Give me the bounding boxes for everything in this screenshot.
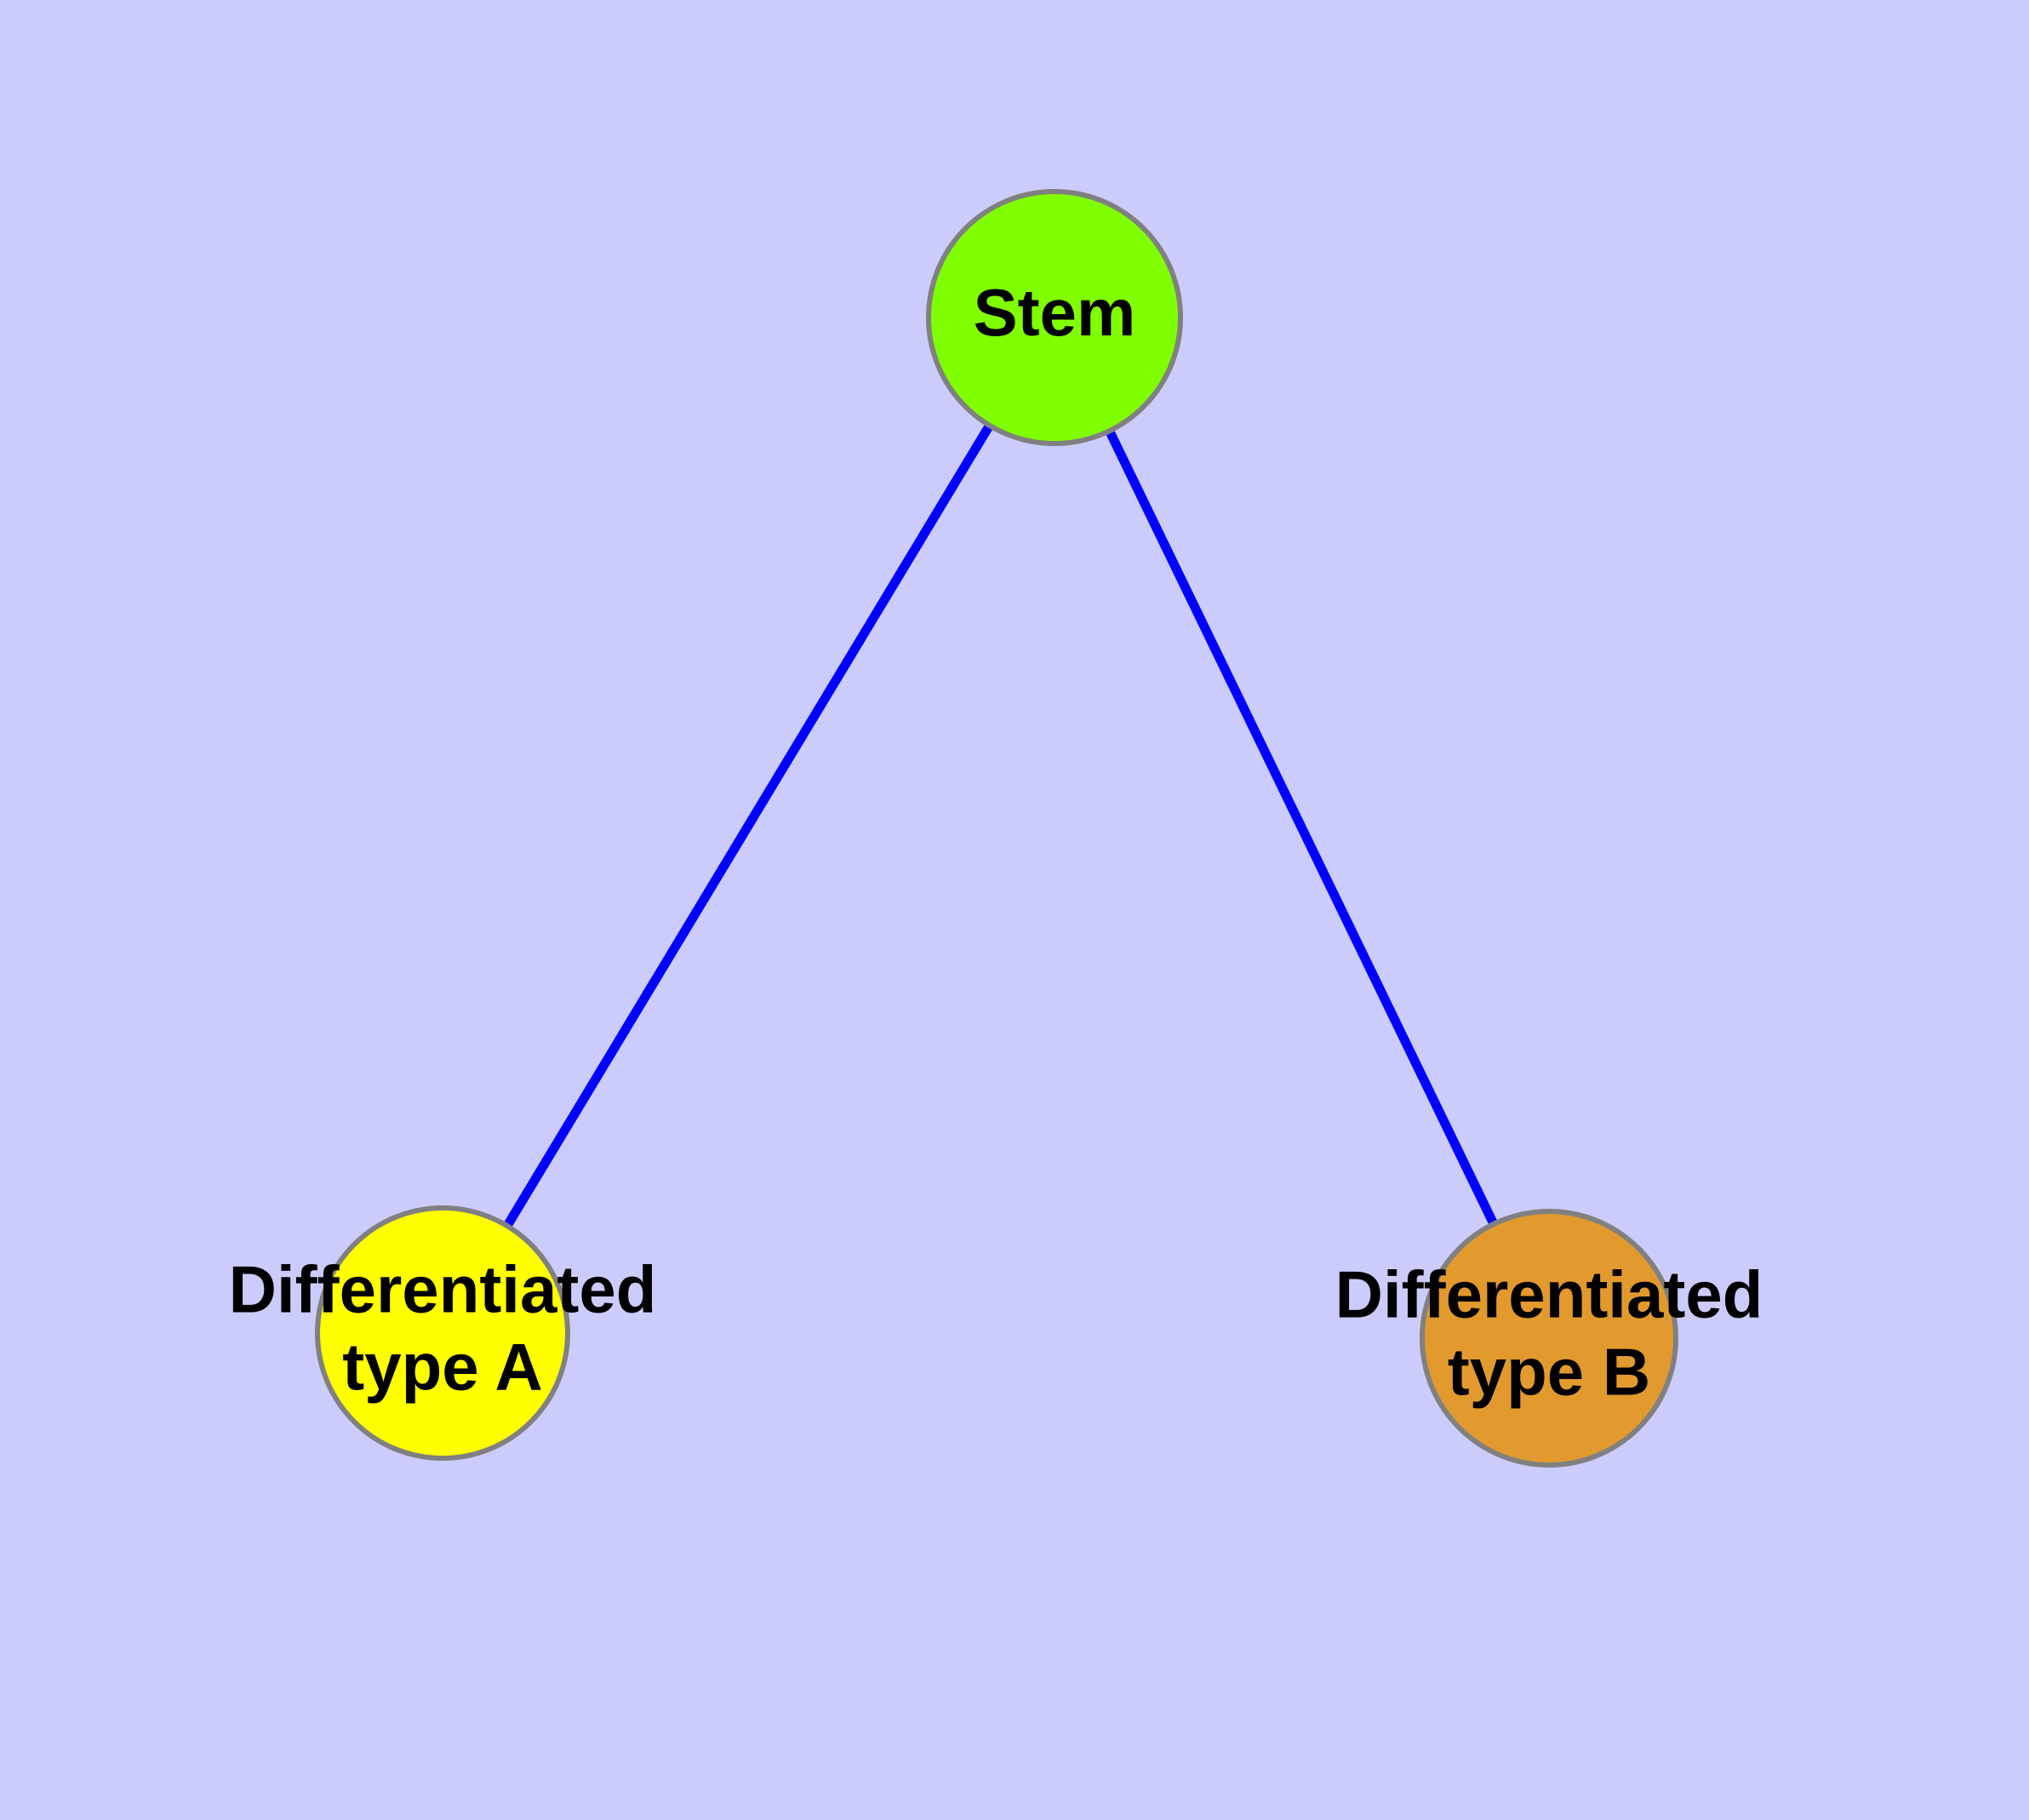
node-label-line: type B [1448, 1334, 1650, 1409]
node-label-line: Differentiated [229, 1251, 657, 1326]
graph-edge[interactable] [1106, 431, 1497, 1224]
node-label-stem: Stem [974, 275, 1136, 350]
node-label-line: Stem [974, 275, 1136, 350]
node-circle-diff_a[interactable] [315, 1205, 570, 1461]
node-label-line: Differentiated [1335, 1256, 1763, 1331]
node-circle-stem[interactable] [926, 189, 1183, 446]
edges-layer [504, 425, 1497, 1227]
node-circle-diff_b[interactable] [1420, 1209, 1678, 1468]
node-label-line: type A [342, 1329, 543, 1404]
graph-edge[interactable] [504, 425, 992, 1227]
graph-node-stem[interactable]: Stem [926, 189, 1183, 446]
